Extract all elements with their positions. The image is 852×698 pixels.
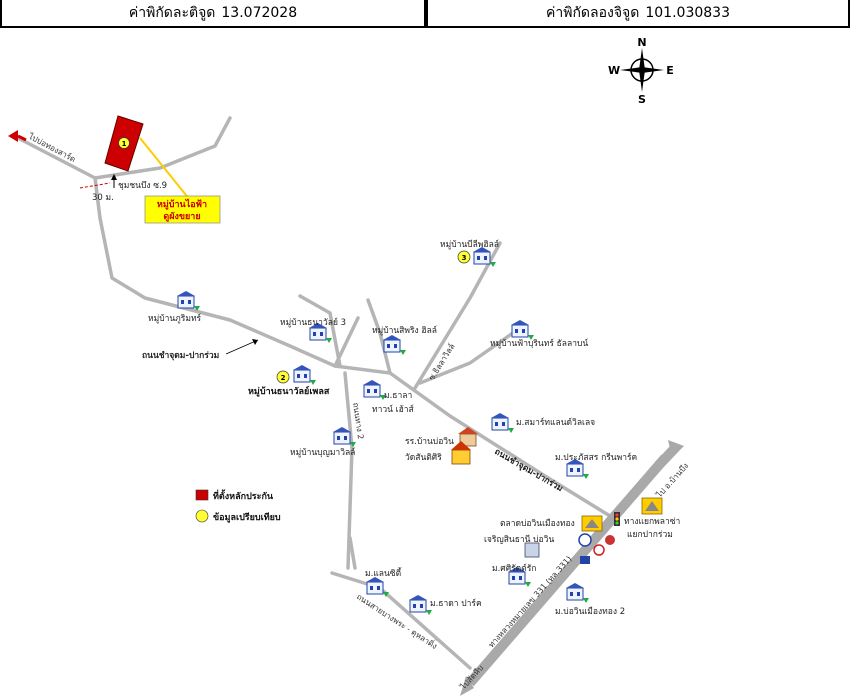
highway-north-arrowhead: [668, 440, 684, 458]
landmark-junction: ทางแยกพลาซ่า แยกปากร่วม: [614, 497, 680, 540]
subject-site: 1 หมู่บ้านไอฟ้า ดูผังขยาย ไปบ่อทองสาร์ด …: [8, 115, 221, 224]
compass-n: N: [637, 36, 646, 49]
compare-3-label: หมู่บ้านบีลีพฮิลล์: [440, 239, 499, 250]
road-subject-branch: [93, 116, 232, 180]
village-prasit-label: ม.ประภัสสร กรีนพาร์ค: [555, 452, 637, 463]
compass-s: S: [638, 93, 646, 106]
village-landcity: ม.แลนซิตี้: [365, 567, 402, 598]
legend-subject-swatch: [195, 489, 209, 501]
distance-label: 30 ม.: [92, 193, 114, 203]
village-smart: ม.สมาร์ทแลนด์วิลเลจ: [490, 412, 595, 434]
road-soi-village: [343, 371, 354, 570]
village-thara: ม.ธาลา ทาวน์ เฮ้าส์: [362, 379, 415, 415]
location-map: N S W E 1 หมู่บ้านไอฟ้า ดูผังขยาย ไปบ่อท…: [8, 36, 690, 696]
road-main-rot-label: ถนนชำจุดม-ปากร่วม: [493, 446, 565, 494]
village-thanawan3-label: หมู่บ้านธนาวัลย์ 3: [280, 317, 346, 328]
longitude-cell: ค่าพิกัดลองจิจูด 101.030833: [426, 0, 850, 28]
longitude-value: 101.030833: [645, 5, 730, 21]
junction-label-2: แยกปากร่วม: [627, 530, 673, 540]
road-to-arrow: [8, 130, 18, 142]
village-fa-buri-label: หมู่บ้านฟ้าบุรินทร์ ธัลลาบน์: [490, 338, 588, 349]
compare-2-label: หมู่บ้านธนาวัลย์เพลส: [248, 385, 330, 397]
village-smart-label: ม.สมาร์ทแลนด์วิลเลจ: [516, 417, 595, 428]
village-thanawan3: หมู่บ้านธนาวัลย์ 3: [280, 317, 346, 344]
village-sleeping: หมู่บ้านสิพริง ฮิลล์: [372, 325, 437, 356]
landmark-temple: วัดสันติศิริ: [405, 441, 471, 465]
map-legend: ที่ตั้งหลักประกัน ข้อมูลเปรียบเทียบ: [195, 489, 281, 523]
road-main-label: ถนนชำจุดม-ปากร่วม: [142, 350, 219, 361]
village-thara-park: ม.ธาดา ปาร์ค: [408, 594, 482, 616]
latitude-value: 13.072028: [221, 5, 298, 21]
village-bunnawan: หมู่บ้านบุญมาวิลล์: [290, 426, 357, 458]
landmark-market: ตลาดบ่อวินเมืองทอง: [500, 515, 603, 532]
compass-w: W: [608, 64, 620, 77]
road-north-2: [298, 294, 342, 368]
highway-331: [466, 454, 669, 687]
landmark-gas: [578, 533, 615, 564]
compass-e: E: [666, 64, 674, 77]
soi-village-label: ถนนทาง 2: [351, 402, 365, 440]
village-prasit: ม.ประภัสสร กรีนพาร์ค: [555, 452, 637, 480]
legend-compare-label: ข้อมูลเปรียบเทียบ: [213, 512, 281, 523]
subject-callout-box: [144, 195, 221, 224]
subject-callout-line1: หมู่บ้านไอฟ้า: [157, 198, 207, 210]
village-fa-buri: หมู่บ้านฟ้าบุรินทร์ ธัลลาบน์: [490, 319, 588, 349]
landmark-temple-label: วัดสันติศิริ: [405, 453, 442, 463]
village-sleeping-label: หมู่บ้านสิพริง ฮิลล์: [372, 325, 437, 336]
compare-3-number: 3: [462, 254, 467, 262]
road-west: [16, 136, 612, 518]
village-puriwat-label: หมู่บ้านภูริมทร์: [148, 313, 202, 324]
junction-label: ทางแยกพลาซ่า: [624, 517, 680, 527]
legend-subject-label: ที่ตั้งหลักประกัน: [213, 489, 274, 502]
landmark-market-label: ตลาดบ่อวินเมืองทอง: [500, 518, 575, 529]
compare-2-number: 2: [281, 374, 286, 382]
village-landcity-label: ม.แลนซิตี้: [365, 567, 402, 579]
compass-rose: N S W E: [608, 36, 674, 106]
village-bunnawan-label: หมู่บ้านบุญมาวิลล์: [290, 447, 355, 458]
subject-number: 1: [122, 140, 127, 148]
village-thara-label: ม.ธาลา: [384, 391, 412, 401]
soi-label: ชุมชนบึง ซ.9: [118, 181, 167, 191]
village-thara-label2: ทาวน์ เฮ้าส์: [372, 404, 415, 415]
soi-south-label: ถนนสายบางพระ - ดุหลาดิ่ง: [355, 590, 440, 651]
landmark-charoen-label: เจริญสินธานี บ่อวิน: [484, 534, 554, 545]
latitude-cell: ค่าพิกัดละติจูด 13.072028: [0, 0, 426, 28]
compare-marker-3: 3 หมู่บ้านบีลีพฮิลล์: [440, 239, 499, 268]
road-south-link: [348, 536, 357, 570]
village-puriwat: หมู่บ้านภูริมทร์: [148, 290, 202, 324]
village-bowin-mt2: ม.บ่อวินเมืองทอง 2: [555, 582, 625, 617]
longitude-label: ค่าพิกัดลองจิจูด: [546, 5, 640, 21]
village-bowin-mt2-label: ม.บ่อวินเมืองทอง 2: [555, 606, 625, 617]
village-thara-park-label: ม.ธาดา ปาร์ค: [430, 598, 482, 609]
landmark-school-label: รร.บ้านบ่อวิน: [405, 436, 454, 447]
highway-south-arrowhead: [460, 676, 474, 696]
road-ne-2: [418, 326, 522, 385]
latitude-label: ค่าพิกัดละติจูด: [128, 5, 216, 21]
village-srisuk-label: ม.ศศิรัตต์รัก: [492, 563, 536, 574]
compare-marker-2: 2 หมู่บ้านธนาวัลย์เพลส: [248, 364, 330, 397]
legend-compare-swatch: [195, 509, 209, 523]
subject-callout-line2: ดูผังขยาย: [163, 211, 200, 222]
village-srisuk: ม.ศศิรัตต์รัก: [492, 563, 536, 588]
coordinates-header: ค่าพิกัดละติจูด 13.072028 ค่าพิกัดลองจิจ…: [0, 0, 852, 28]
road-n-upper: [366, 298, 392, 375]
landmark-school: รร.บ้านบ่อวิน: [405, 427, 478, 447]
landmark-charoen: เจริญสินธานี บ่อวิน: [484, 534, 554, 558]
